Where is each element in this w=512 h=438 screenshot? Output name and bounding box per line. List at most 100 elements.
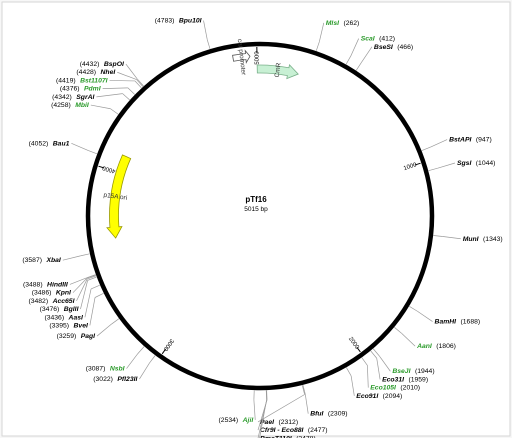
feature-label: p15A ori bbox=[103, 192, 128, 202]
site-enzyme: BfuI bbox=[310, 411, 323, 418]
site-leader bbox=[437, 162, 456, 169]
site-enzyme: ScaI bbox=[361, 35, 375, 42]
scale-label: 4000 bbox=[101, 164, 116, 174]
site-position: (2010) bbox=[400, 384, 420, 391]
site-tick bbox=[361, 357, 368, 366]
site-label: (4258) MbiI bbox=[51, 96, 89, 113]
site-enzyme: Bpu10I bbox=[179, 17, 202, 24]
feature-arrow-cmr bbox=[256, 64, 299, 80]
site-leader bbox=[253, 399, 256, 420]
site-label: (3395) BveI bbox=[49, 317, 88, 334]
site-position: (2094) bbox=[383, 393, 403, 400]
site-leader bbox=[350, 38, 360, 57]
site-position: (4342) bbox=[52, 94, 72, 101]
site-label: (3022) Pfl23II bbox=[93, 370, 137, 387]
site-leader bbox=[203, 20, 208, 40]
site-position: (1343) bbox=[483, 236, 503, 243]
feature-label: cat promoter bbox=[236, 39, 247, 77]
site-enzyme: BseSI bbox=[374, 44, 393, 51]
feature-arrow-cat-promoter bbox=[232, 49, 251, 64]
site-tick bbox=[372, 348, 380, 357]
site-leader bbox=[109, 80, 136, 82]
site-leader bbox=[102, 87, 128, 89]
site-enzyme: BglII bbox=[64, 306, 79, 313]
site-tick bbox=[90, 284, 100, 290]
site-enzyme: BseJI bbox=[392, 368, 410, 375]
site-leader bbox=[259, 399, 267, 438]
site-enzyme: MunI bbox=[463, 236, 479, 243]
site-leader bbox=[379, 355, 391, 372]
site-tick bbox=[134, 80, 142, 89]
site-label: BseSI (466) bbox=[374, 38, 413, 55]
site-position: (4258) bbox=[51, 102, 71, 109]
site-leader bbox=[361, 46, 373, 63]
site-leader bbox=[71, 142, 89, 151]
site-enzyme: Acc65I bbox=[52, 298, 75, 305]
site-label: (4419) Bst1107I bbox=[56, 72, 108, 89]
site-position: (4783) bbox=[155, 17, 175, 24]
site-position: (466) bbox=[397, 44, 413, 51]
site-tick bbox=[409, 306, 418, 312]
site-leader bbox=[72, 277, 88, 293]
site-label: Cfr9I - Eco88I (2477) bbox=[260, 421, 328, 438]
feature-arrow-p15a-ori bbox=[106, 154, 132, 239]
site-position: (3087) bbox=[86, 365, 106, 372]
backbone-circle bbox=[85, 41, 435, 391]
site-leader bbox=[96, 324, 112, 337]
site-position: (412) bbox=[379, 35, 395, 42]
scale-label: 1000 bbox=[403, 162, 418, 172]
site-tick bbox=[136, 79, 144, 87]
site-enzyme: Bau1 bbox=[53, 140, 70, 147]
site-position: (3436) bbox=[44, 314, 64, 321]
site-position: (2309) bbox=[328, 411, 348, 418]
scale-tick bbox=[161, 348, 167, 355]
site-enzyme: SgsI bbox=[457, 160, 471, 167]
site-label: BseJI (1944) bbox=[392, 362, 434, 379]
site-tick bbox=[433, 235, 443, 237]
site-tick bbox=[206, 39, 211, 49]
site-label: (4783) Bpu10I bbox=[155, 12, 202, 29]
site-position: (262) bbox=[343, 20, 359, 27]
site-label: ScaI (412) bbox=[361, 30, 395, 47]
site-leader bbox=[125, 63, 138, 80]
site-leader bbox=[90, 104, 111, 110]
plasmid-name: pTf16 bbox=[245, 195, 267, 204]
site-enzyme: XbaI bbox=[45, 257, 60, 264]
site-enzyme: NsbI bbox=[110, 365, 125, 372]
site-position: (2477) bbox=[308, 427, 328, 434]
site-tick bbox=[394, 327, 402, 334]
site-enzyme: Eco105I bbox=[370, 384, 396, 391]
site-label: Eco31I (1959) bbox=[382, 371, 428, 388]
site-label: (3436) AasI bbox=[44, 309, 83, 326]
site-label: BmeT110I (2478) bbox=[260, 430, 316, 438]
site-leader bbox=[257, 394, 305, 423]
site-label: AanI (1806) bbox=[416, 337, 456, 354]
site-tick bbox=[94, 292, 104, 298]
site-label: MunI (1343) bbox=[463, 230, 503, 247]
site-position: (947) bbox=[476, 136, 492, 143]
site-enzyme: AanI bbox=[416, 343, 432, 350]
site-position: (4376) bbox=[60, 85, 80, 92]
site-enzyme: Bst1107I bbox=[80, 77, 108, 84]
site-enzyme: Eco91I bbox=[356, 393, 378, 400]
site-label: Eco91I (2094) bbox=[356, 387, 402, 404]
site-leader bbox=[96, 93, 123, 98]
site-leader bbox=[89, 297, 96, 326]
site-tick bbox=[370, 350, 377, 359]
site-tick bbox=[111, 318, 120, 325]
site-position: (3022) bbox=[93, 376, 113, 383]
site-enzyme: NheI bbox=[101, 69, 116, 76]
site-enzyme: SgrAI bbox=[76, 94, 94, 101]
site-enzyme: Eco31I bbox=[382, 376, 404, 383]
site-enzyme: PaeI bbox=[260, 419, 274, 426]
site-leader bbox=[84, 288, 92, 318]
site-leader bbox=[318, 22, 325, 42]
site-label: Eco105I (2010) bbox=[370, 379, 420, 396]
site-tick bbox=[87, 276, 97, 281]
site-label: (3488) HindIII bbox=[23, 276, 68, 293]
site-label: SgsI (1044) bbox=[457, 154, 495, 171]
site-position: (2312) bbox=[278, 419, 298, 426]
site-leader bbox=[62, 255, 81, 261]
site-leader bbox=[117, 71, 137, 80]
